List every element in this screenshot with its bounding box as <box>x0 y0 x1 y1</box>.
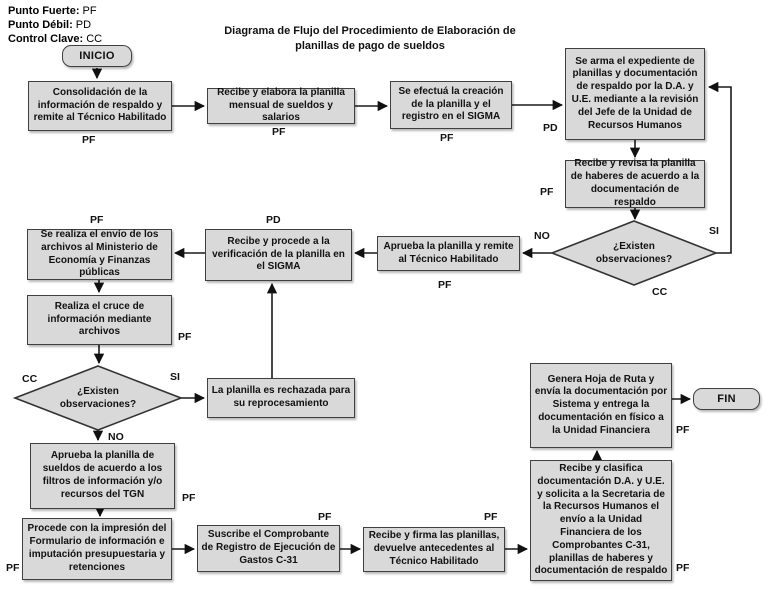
cc-tag: CC <box>652 286 668 298</box>
diagram-title-line1: Diagrama de Flujo del Procedimiento de E… <box>224 25 516 37</box>
process-revisa-haberes: Recibe y revisa la planilla de haberes d… <box>565 158 705 208</box>
decision-left-label: ¿Existen observaciones? <box>59 386 137 410</box>
legend-value: PD <box>75 18 92 31</box>
terminator-fin: FIN <box>693 388 760 410</box>
process-verificacion-sigma: Recibe y procede a la verificación de la… <box>205 229 352 281</box>
process-recibe-elabora: Recibe y elabora la planilla mensual de … <box>207 87 355 124</box>
legend-row-pd: Punto Débil:PD <box>8 19 102 33</box>
decision-diamond-right <box>549 220 719 286</box>
process-aprueba-remite: Aprueba la planilla y remite al Técnico … <box>377 236 520 271</box>
legend-value: PF <box>82 5 97 17</box>
diagram-title-line2: planillas de pago de sueldos <box>295 39 445 52</box>
process-clasifica-documentacion: Recibe y clasifica documentación D.A. y … <box>530 460 672 581</box>
pf-tag: PF <box>676 424 690 436</box>
pf-tag: PF <box>540 186 554 198</box>
pf-tag: PF <box>438 279 452 291</box>
pf-tag: PF <box>318 511 332 523</box>
process-creacion-sigma: Se efectuá la creación de la planilla y … <box>390 81 512 129</box>
pd-tag: PD <box>543 122 558 134</box>
pf-tag: PF <box>272 126 286 138</box>
pf-tag: PF <box>82 134 96 146</box>
process-consolidacion: Consolidación de la información de respa… <box>28 81 172 131</box>
process-firma-planillas: Recibe y firma las planillas, devuelve a… <box>363 527 505 572</box>
no-label: NO <box>534 230 550 242</box>
legend: Punto Fuerte:PF Punto Débil:PD Control C… <box>8 5 102 46</box>
process-expediente: Se arma el expediente de planillas y doc… <box>565 48 705 140</box>
pf-tag: PF <box>6 562 20 574</box>
pf-tag: PF <box>178 331 192 343</box>
terminator-inicio: INICIO <box>62 45 132 67</box>
cc-tag: CC <box>22 373 38 385</box>
process-impresion-formulario: Procede con la impresión del Formulario … <box>22 518 172 580</box>
process-envio-ministerio: Se realiza el envío de los archivos al M… <box>27 229 172 280</box>
legend-value: CC <box>86 32 103 45</box>
diagram-title: Diagrama de Flujo del Procedimiento de E… <box>210 24 530 54</box>
pf-tag: PF <box>676 562 690 574</box>
si-label: SI <box>709 225 719 237</box>
si-label: SI <box>170 371 180 383</box>
pf-tag: PF <box>182 492 196 504</box>
legend-row-cc: Control Clave:CC <box>8 33 102 47</box>
pd-tag: PD <box>266 214 281 226</box>
process-hoja-ruta: Genera Hoja de Ruta y envía la documenta… <box>530 363 672 448</box>
process-rechazada: La planilla es rechazada para su reproce… <box>207 378 355 418</box>
process-aprueba-sueldos: Aprueba la planilla de sueldos de acuerd… <box>30 443 175 509</box>
no-label: NO <box>108 431 124 443</box>
process-suscribe-c31: Suscribe el Comprobante de Registro de E… <box>197 525 340 572</box>
pf-tag: PF <box>90 214 104 226</box>
decision-right-label: ¿Existen observaciones? <box>595 241 673 265</box>
process-cruce-informacion: Realiza el cruce de información mediante… <box>27 295 172 345</box>
pf-tag: PF <box>484 511 498 523</box>
pf-tag: PF <box>440 132 454 144</box>
legend-label: Control Clave: <box>8 32 84 45</box>
legend-label: Punto Fuerte: <box>8 5 80 17</box>
legend-row-pf: Punto Fuerte:PF <box>8 5 102 19</box>
legend-label: Punto Débil: <box>8 18 73 31</box>
decision-diamond-left <box>12 365 184 431</box>
